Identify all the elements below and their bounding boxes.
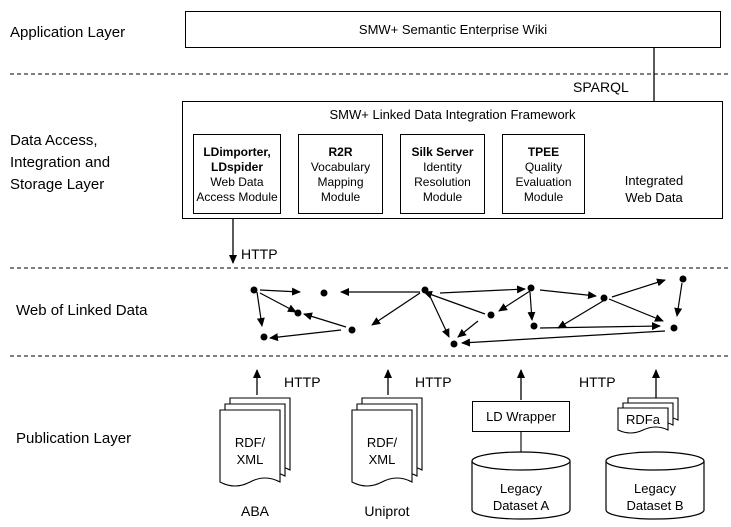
- aba-doc-line2: XML: [236, 452, 264, 467]
- linked-data-nodes: [250, 275, 687, 348]
- http-label-1: HTTP: [284, 374, 321, 390]
- module-tpee: TPEE Quality Evaluation Module: [502, 134, 585, 214]
- uniprot-label: Uniprot: [364, 503, 410, 519]
- ld-wrapper-label: LD Wrapper: [486, 409, 556, 424]
- framework-title: SMW+ Linked Data Integration Framework: [329, 107, 576, 122]
- legacy-b-line1: Legacy: [634, 481, 676, 496]
- module-silk-desc-1: Identity: [423, 160, 462, 174]
- layer-label-web-of-linked-data: Web of Linked Data: [16, 302, 148, 319]
- http-label-2: HTTP: [415, 374, 452, 390]
- aba-label: ABA: [240, 503, 269, 519]
- ld-wrapper-box: LD Wrapper: [472, 401, 570, 432]
- module-ldimporter-desc-1: Web Data: [210, 175, 264, 189]
- module-r2r-desc-1: Vocabulary: [310, 160, 371, 174]
- module-tpee-desc-2: Evaluation: [515, 175, 572, 189]
- legacy-b-line2: Dataset B: [626, 498, 684, 513]
- module-ldimporter-title-1: LDimporter,: [203, 145, 271, 159]
- rdfa-doc-text: RDFa: [626, 412, 660, 427]
- legacy-dataset-a-label: Legacy Dataset A: [472, 480, 570, 514]
- aba-document-stack: [219, 397, 291, 487]
- module-tpee-title: TPEE: [527, 145, 560, 159]
- module-r2r: R2R Vocabulary Mapping Module: [298, 134, 383, 214]
- layer-label-data-access-line2: Integration and: [10, 154, 111, 171]
- uniprot-doc-line2: XML: [368, 452, 396, 467]
- module-r2r-desc-2: Mapping: [317, 175, 364, 189]
- module-silk-title: Silk Server: [411, 145, 474, 159]
- aba-doc-line1: RDF/: [234, 435, 266, 450]
- module-r2r-title: R2R: [328, 145, 353, 159]
- layer-label-data-access-line3: Storage Layer: [10, 176, 105, 193]
- module-ldimporter-desc-2: Access Module: [196, 190, 278, 204]
- module-silk-server: Silk Server Identity Resolution Module: [400, 134, 485, 214]
- layer-label-data-access: Data Access, Integration and Storage Lay…: [10, 130, 110, 196]
- layer-label-data-access-line1: Data Access,: [10, 132, 98, 149]
- linked-data-edges: [256, 278, 683, 347]
- sparql-label: SPARQL: [573, 79, 629, 95]
- module-tpee-desc-3: Module: [523, 190, 564, 204]
- rdfa-document-stack: [617, 397, 679, 434]
- module-ldimporter-title-2: LDspider: [210, 160, 263, 174]
- integrated-label-1: Integrated: [624, 173, 684, 188]
- http-label-3: HTTP: [579, 374, 616, 390]
- legacy-dataset-b-db: [605, 451, 705, 520]
- layer-label-publication: Publication Layer: [16, 430, 132, 447]
- module-silk-desc-3: Module: [422, 190, 463, 204]
- module-r2r-desc-3: Module: [320, 190, 361, 204]
- module-silk-desc-2: Resolution: [414, 175, 471, 189]
- legacy-dataset-a-db: [471, 451, 571, 520]
- http-label-top: HTTP: [241, 246, 278, 262]
- layer-label-application: Application Layer: [10, 24, 126, 41]
- module-ldimporter: LDimporter, LDspider Web Data Access Mod…: [193, 134, 281, 214]
- legacy-a-line2: Dataset A: [492, 498, 550, 513]
- application-title: SMW+ Semantic Enterprise Wiki: [358, 22, 548, 37]
- uniprot-doc-text: RDF/ XML: [352, 434, 412, 468]
- uniprot-document-stack: [351, 397, 423, 487]
- application-box: SMW+ Semantic Enterprise Wiki: [185, 11, 721, 48]
- integrated-label-2: Web Data: [625, 190, 683, 205]
- aba-doc-text: RDF/ XML: [220, 434, 280, 468]
- legacy-a-line1: Legacy: [500, 481, 542, 496]
- module-tpee-desc-1: Quality: [524, 160, 563, 174]
- integrated-web-data-label: Integrated Web Data: [606, 172, 702, 206]
- uniprot-doc-line1: RDF/: [366, 435, 398, 450]
- legacy-dataset-b-label: Legacy Dataset B: [606, 480, 704, 514]
